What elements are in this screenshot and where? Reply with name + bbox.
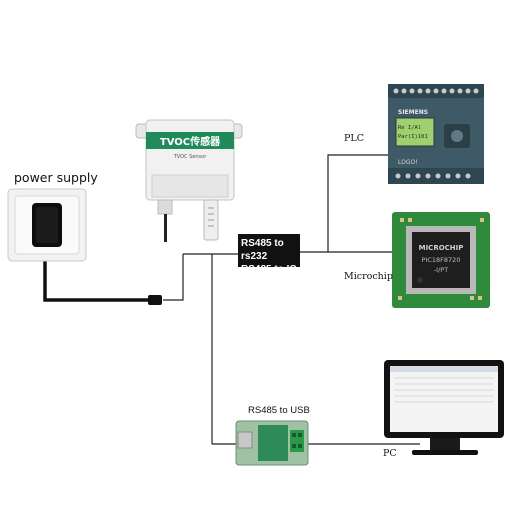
converter-line1: RS485 to rs232 <box>241 237 300 263</box>
converter-line2: RS485 to IC <box>241 263 300 276</box>
rs485-usb-label: RS485 to USB <box>248 405 310 416</box>
microchip-label: Microchip <box>344 271 393 282</box>
power-supply-label: power supply <box>14 170 98 185</box>
pc-monitor <box>384 360 504 455</box>
plc-label: PLC <box>344 133 364 144</box>
sensor-model-text: TVOC Sensor <box>173 154 207 160</box>
power-cable <box>45 255 162 305</box>
chip-part-line1: PIC18F8720 <box>422 256 461 264</box>
microchip-board: MICROCHIP PIC18F8720 -I/PT <box>392 212 490 308</box>
wall-socket <box>8 189 86 261</box>
pc-label: PC <box>383 448 397 459</box>
plc-brand-text: SIEMENS <box>398 109 428 116</box>
rs485-converter-box: RS485 to rs232 RS485 to IC <box>238 234 300 267</box>
line-sensor-to-bus <box>163 254 183 300</box>
plc-screen-line2: Par(I)101 <box>398 134 428 140</box>
line-to-plc <box>328 155 390 252</box>
tvoc-sensor: TVOC传感器 TVOC Sensor <box>136 120 242 242</box>
usb-converter-module <box>236 421 308 465</box>
plc-screen-line1: Re I/Al <box>398 125 421 131</box>
plc-model-text: LOGO! <box>398 159 418 166</box>
chip-brand-text: MICROCHIP <box>419 244 464 252</box>
sensor-brand-text: TVOC传感器 <box>160 135 221 148</box>
plc-device: SIEMENS Re I/Al Par(I)101 LOGO! <box>388 84 484 184</box>
chip-part-line2: -I/PT <box>434 266 448 274</box>
